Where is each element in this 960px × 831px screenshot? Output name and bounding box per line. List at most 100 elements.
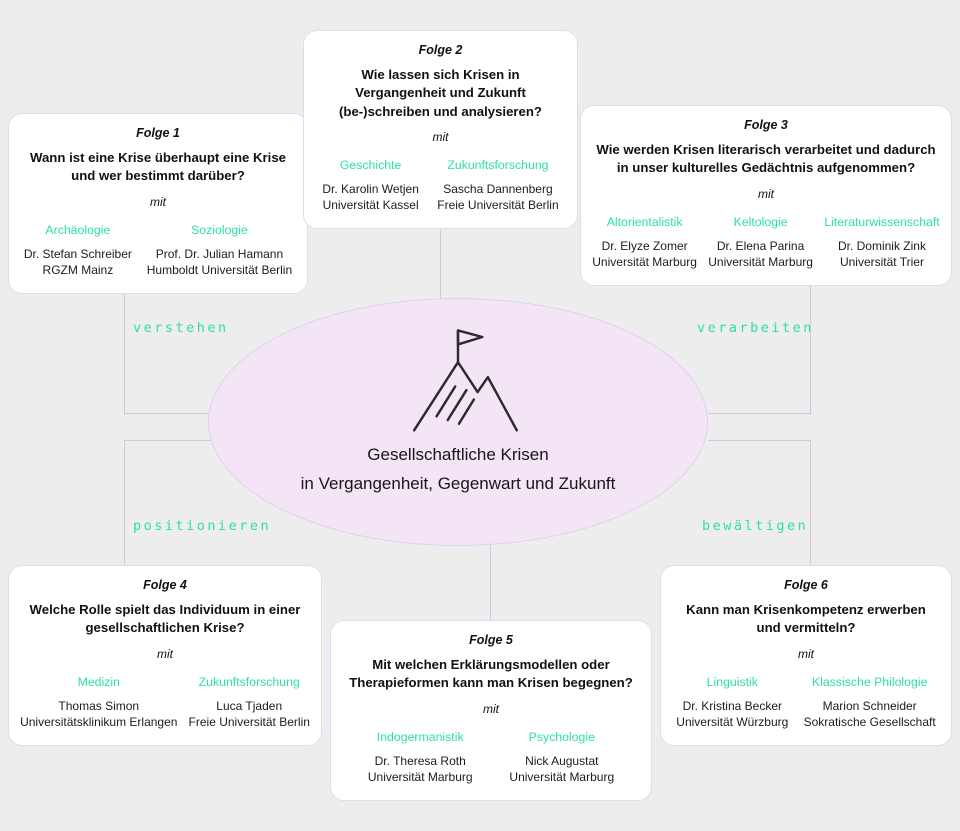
expert-affiliation: Universität Marburg <box>509 769 615 784</box>
episode-card-folge-1: Folge 1 Wann ist eine Krise überhaupt ei… <box>8 113 308 294</box>
episode-number: Folge 6 <box>784 578 828 592</box>
expert-name: Thomas Simon <box>58 698 140 713</box>
expert-affiliation: Universität Trier <box>839 254 924 269</box>
expert-discipline: Altorientalistik <box>606 214 683 229</box>
expert-name: Dr. Elena Parina <box>716 238 805 253</box>
expert-name: Dr. Kristina Becker <box>682 698 782 713</box>
central-topic-ellipse: Gesellschaftliche Krisen in Vergangenhei… <box>208 298 708 546</box>
episode-question: Wie lassen sich Krisen in Vergangenheit … <box>339 67 542 119</box>
expert-affiliation: Universität Marburg <box>367 769 473 784</box>
episode-number: Folge 4 <box>143 578 187 592</box>
connector-line-folge5-vertical <box>490 540 491 625</box>
connector-line-folge3-vertical <box>810 280 811 415</box>
expert-affiliation: Sokratische Gesellschaft <box>803 714 936 729</box>
expert: Klassische Philologie Marion Schneider S… <box>804 675 936 731</box>
episode-card-folge-2: Folge 2 Wie lassen sich Krisen in Vergan… <box>303 30 578 230</box>
edge-label-verarbeiten: verarbeiten <box>697 320 814 336</box>
connector-line-folge2-vertical <box>440 200 441 310</box>
mit-label: mit <box>157 646 173 661</box>
episode-question: Kann man Krisenkompetenz erwerben und ve… <box>686 602 926 636</box>
mit-label: mit <box>758 186 774 201</box>
experts-row: Altorientalistik Dr. Elyze Zomer Univers… <box>589 215 943 271</box>
expert-discipline: Geschichte <box>339 158 402 173</box>
expert: Medizin Thomas Simon Universitätskliniku… <box>20 675 177 731</box>
expert: Literaturwissenschaft Dr. Dominik Zink U… <box>824 215 940 271</box>
mit-label: mit <box>432 130 449 145</box>
expert-discipline: Soziologie <box>191 222 248 237</box>
expert: Altorientalistik Dr. Elyze Zomer Univers… <box>592 215 697 271</box>
connector-line-folge4-horizontal <box>124 440 214 441</box>
mountain-flag-icon <box>412 329 519 432</box>
central-topic-title-line2: in Vergangenheit, Gegenwart und Zukunft <box>300 474 616 493</box>
expert-name: Sascha Dannenberg <box>443 182 553 197</box>
expert-discipline: Keltologie <box>733 214 788 229</box>
mit-label: mit <box>150 194 166 209</box>
episode-number: Folge 1 <box>136 126 180 140</box>
expert-affiliation: Humboldt Universität Berlin <box>146 262 293 277</box>
episode-card-folge-4: Folge 4 Welche Rolle spielt das Individu… <box>8 565 322 746</box>
edge-label-positionieren: positionieren <box>133 518 272 534</box>
expert-affiliation: Universität Kassel <box>322 198 419 213</box>
connector-line-folge1-horizontal <box>124 413 214 414</box>
episode-question: Wann ist eine Krise überhaupt eine Krise… <box>30 150 286 184</box>
experts-row: Indogermanistik Dr. Theresa Roth Univers… <box>339 730 643 786</box>
expert-name: Dr. Dominik Zink <box>837 238 926 253</box>
expert: Archäologie Dr. Stefan Schreiber RGZM Ma… <box>24 223 132 279</box>
connector-line-folge4-vertical <box>124 440 125 570</box>
edge-label-bewaeltigen: bewältigen <box>702 518 809 534</box>
expert: Geschichte Dr. Karolin Wetjen Universitä… <box>322 158 419 214</box>
episode-card-folge-3: Folge 3 Wie werden Krisen literarisch ve… <box>580 105 952 286</box>
expert-name: Dr. Stefan Schreiber <box>23 246 132 261</box>
mit-label: mit <box>798 646 814 661</box>
mit-label: mit <box>483 701 499 716</box>
expert-discipline: Klassische Philologie <box>811 674 928 689</box>
expert-discipline: Medizin <box>77 674 120 689</box>
episode-number: Folge 2 <box>418 43 463 57</box>
expert-discipline: Literaturwissenschaft <box>824 214 940 229</box>
expert: Indogermanistik Dr. Theresa Roth Univers… <box>368 730 473 786</box>
central-topic-title: Gesellschaftliche Krisen in Vergangenhei… <box>301 440 616 498</box>
expert: Zukunftsforschung Sascha Dannenberg Frei… <box>437 158 558 214</box>
expert-name: Dr. Elyze Zomer <box>601 238 688 253</box>
connector-line-folge3-horizontal <box>708 413 811 414</box>
connector-line-folge1-vertical <box>124 280 125 415</box>
expert: Soziologie Prof. Dr. Julian Hamann Humbo… <box>147 223 292 279</box>
episode-question: Mit welchen Erklärungsmodellen oder Ther… <box>349 657 633 691</box>
expert-affiliation: Freie Universität Berlin <box>188 714 310 729</box>
expert: Keltologie Dr. Elena Parina Universität … <box>708 215 813 271</box>
episode-card-folge-6: Folge 6 Kann man Krisenkompetenz erwerbe… <box>660 565 952 746</box>
expert-discipline: Indogermanistik <box>376 729 464 744</box>
expert-discipline: Zukunftsforschung <box>447 158 549 173</box>
expert-affiliation: Freie Universität Berlin <box>437 198 559 213</box>
expert-name: Luca Tjaden <box>216 698 283 713</box>
experts-row: Archäologie Dr. Stefan Schreiber RGZM Ma… <box>17 223 299 279</box>
expert-discipline: Zukunftsforschung <box>198 674 300 689</box>
expert-discipline: Linguistik <box>706 674 758 689</box>
expert-affiliation: Universität Marburg <box>592 254 697 269</box>
expert: Zukunftsforschung Luca Tjaden Freie Univ… <box>189 675 310 731</box>
expert: Psychologie Nick Augustat Universität Ma… <box>509 730 614 786</box>
expert-affiliation: Universitätsklinikum Erlangen <box>20 714 178 729</box>
expert-name: Nick Augustat <box>525 753 599 768</box>
connector-line-folge6-vertical <box>810 440 811 570</box>
experts-row: Linguistik Dr. Kristina Becker Universit… <box>669 675 943 731</box>
expert-name: Dr. Theresa Roth <box>374 753 466 768</box>
central-topic-title-line1: Gesellschaftliche Krisen <box>367 445 549 464</box>
experts-row: Geschichte Dr. Karolin Wetjen Universitä… <box>312 158 569 214</box>
expert-name: Marion Schneider <box>822 698 917 713</box>
expert-affiliation: RGZM Mainz <box>42 262 114 277</box>
episode-number: Folge 5 <box>469 633 513 647</box>
expert-affiliation: Universität Würzburg <box>676 714 789 729</box>
episode-question: Welche Rolle spielt das Individuum in ei… <box>29 602 301 636</box>
expert: Linguistik Dr. Kristina Becker Universit… <box>676 675 788 731</box>
expert-name: Dr. Karolin Wetjen <box>322 182 419 197</box>
episode-question: Wie werden Krisen literarisch verarbeite… <box>596 142 936 176</box>
expert-discipline: Archäologie <box>45 222 111 237</box>
expert-affiliation: Universität Marburg <box>708 254 813 269</box>
edge-label-verstehen: verstehen <box>133 320 229 336</box>
connector-line-folge6-horizontal <box>708 440 811 441</box>
expert-name: Prof. Dr. Julian Hamann <box>155 246 284 261</box>
expert-discipline: Psychologie <box>528 729 595 744</box>
experts-row: Medizin Thomas Simon Universitätskliniku… <box>17 675 313 731</box>
episode-number: Folge 3 <box>744 118 788 132</box>
